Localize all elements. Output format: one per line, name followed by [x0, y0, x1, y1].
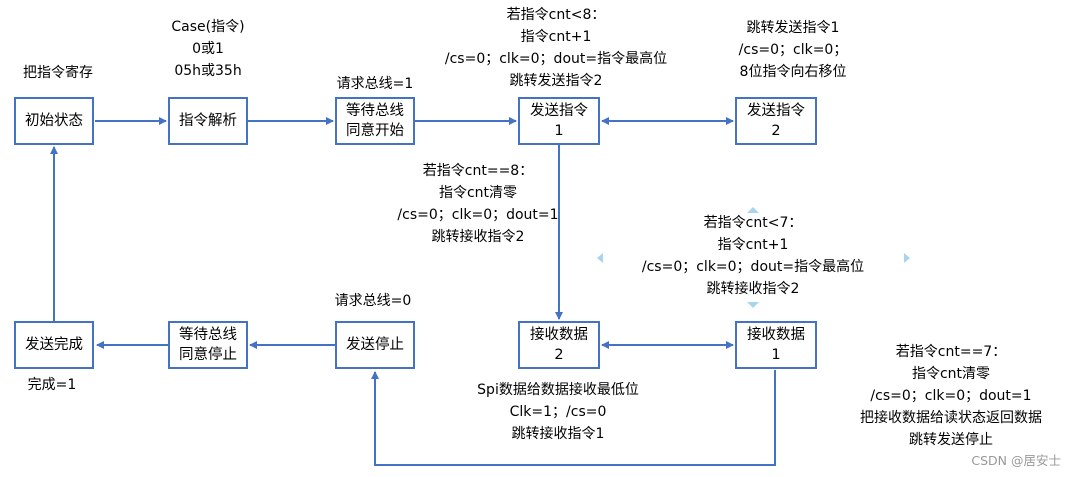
state-send1[interactable]: 发送指令 1: [518, 97, 600, 145]
label-line: Case(指令): [171, 19, 245, 35]
label-cnt-lt7: 若指令cnt<7： 指令cnt+1 /cs=0；clk=0；dout=指令最高位…: [642, 212, 864, 300]
label-line: 跳转接收指令1: [511, 426, 605, 442]
label-cnt-lt8: 若指令cnt<8： 指令cnt+1 /cs=0；clk=0；dout=指令最高位…: [445, 4, 667, 92]
watermark: CSDN @居安士: [971, 453, 1061, 468]
label-send2-note: 跳转发送指令1 /cs=0；clk=0； 8位指令向右移位: [739, 17, 848, 83]
label-line: 8位指令向右移位: [739, 64, 847, 80]
label-line: 若指令cnt<7：: [703, 215, 803, 231]
label-req-bus1: 请求总线=1: [336, 76, 414, 92]
state-label: 接收数据: [530, 327, 588, 343]
label-line: Clk=1；/cs=0: [509, 404, 607, 420]
label-line: 跳转接收指令2: [431, 229, 525, 245]
state-send2[interactable]: 发送指令 2: [735, 97, 817, 145]
state-label: 初始状态: [25, 113, 83, 129]
label-line: 跳转发送指令1: [746, 20, 840, 36]
handle-bottom-icon: [747, 302, 759, 308]
state-label: 接收数据: [747, 327, 805, 343]
state-init[interactable]: 初始状态: [14, 97, 94, 145]
label-line: /cs=0；clk=0；dout=1: [397, 207, 559, 223]
state-label: 同意开始: [346, 123, 404, 139]
handle-top-icon: [747, 207, 759, 213]
label-case: Case(指令) 0或1 05h或35h: [171, 16, 244, 82]
label-line: /cs=0；clk=0；dout=指令最高位: [641, 259, 865, 275]
state-wait-start[interactable]: 等待总线同意开始: [335, 97, 415, 145]
label-req-bus0: 请求总线=0: [334, 293, 412, 309]
state-label: 2: [554, 347, 564, 363]
label-recv2-note: Spi数据给数据接收最低位 Clk=1；/cs=0 跳转接收指令1: [477, 379, 639, 445]
state-label: 等待总线: [179, 327, 237, 343]
state-label: 指令解析: [179, 113, 237, 129]
label-line: /cs=0；clk=0；dout=1: [870, 388, 1032, 404]
label-line: 把接收数据给读状态返回数据: [860, 410, 1042, 426]
label-line: 跳转发送停止: [909, 432, 993, 448]
state-label: 发送指令: [530, 103, 588, 119]
label-line: 指令cnt+1: [520, 29, 592, 45]
state-label: 发送停止: [346, 337, 404, 353]
label-cnt-eq8: 若指令cnt==8： 指令cnt清零 /cs=0；clk=0；dout=1 跳转…: [397, 160, 558, 248]
label-line: /cs=0；clk=0；: [738, 42, 848, 58]
label-line: 跳转发送指令2: [509, 73, 603, 89]
state-label: 1: [771, 347, 781, 363]
label-done-flag: 完成=1: [27, 377, 77, 393]
state-wait-stop[interactable]: 等待总线同意停止: [168, 321, 248, 369]
state-send-stop[interactable]: 发送停止: [335, 321, 415, 369]
label-line: 指令cnt+1: [717, 237, 789, 253]
label-line: 0或1: [192, 41, 224, 57]
state-label: 发送指令: [747, 103, 805, 119]
state-parse[interactable]: 指令解析: [168, 97, 248, 145]
state-label: 2: [771, 123, 781, 139]
label-line: 指令cnt清零: [438, 185, 518, 201]
state-label: 1: [554, 123, 564, 139]
state-label: 同意停止: [179, 347, 237, 363]
label-line: 若指令cnt<8：: [506, 7, 606, 23]
label-line: 跳转接收指令2: [706, 281, 800, 297]
label-store: 把指令寄存: [23, 65, 93, 81]
label-cnt-eq7: 若指令cnt==7： 指令cnt清零 /cs=0；clk=0；dout=1 把接…: [860, 341, 1042, 451]
label-line: 若指令cnt==7：: [895, 344, 1007, 360]
label-line: 若指令cnt==8：: [422, 163, 534, 179]
state-done[interactable]: 发送完成: [14, 321, 94, 369]
label-line: /cs=0；clk=0；dout=指令最高位: [444, 51, 668, 67]
state-recv1[interactable]: 接收数据 1: [735, 321, 817, 369]
label-line: 05h或35h: [174, 63, 242, 79]
state-recv2[interactable]: 接收数据 2: [518, 321, 600, 369]
state-label: 等待总线: [346, 103, 404, 119]
handle-right-icon: [904, 253, 910, 263]
handle-left-icon: [597, 253, 603, 263]
label-line: 指令cnt清零: [911, 366, 991, 382]
state-label: 发送完成: [25, 337, 83, 353]
arrow-recv1-stop: [371, 370, 776, 466]
label-line: Spi数据给数据接收最低位: [477, 382, 639, 398]
